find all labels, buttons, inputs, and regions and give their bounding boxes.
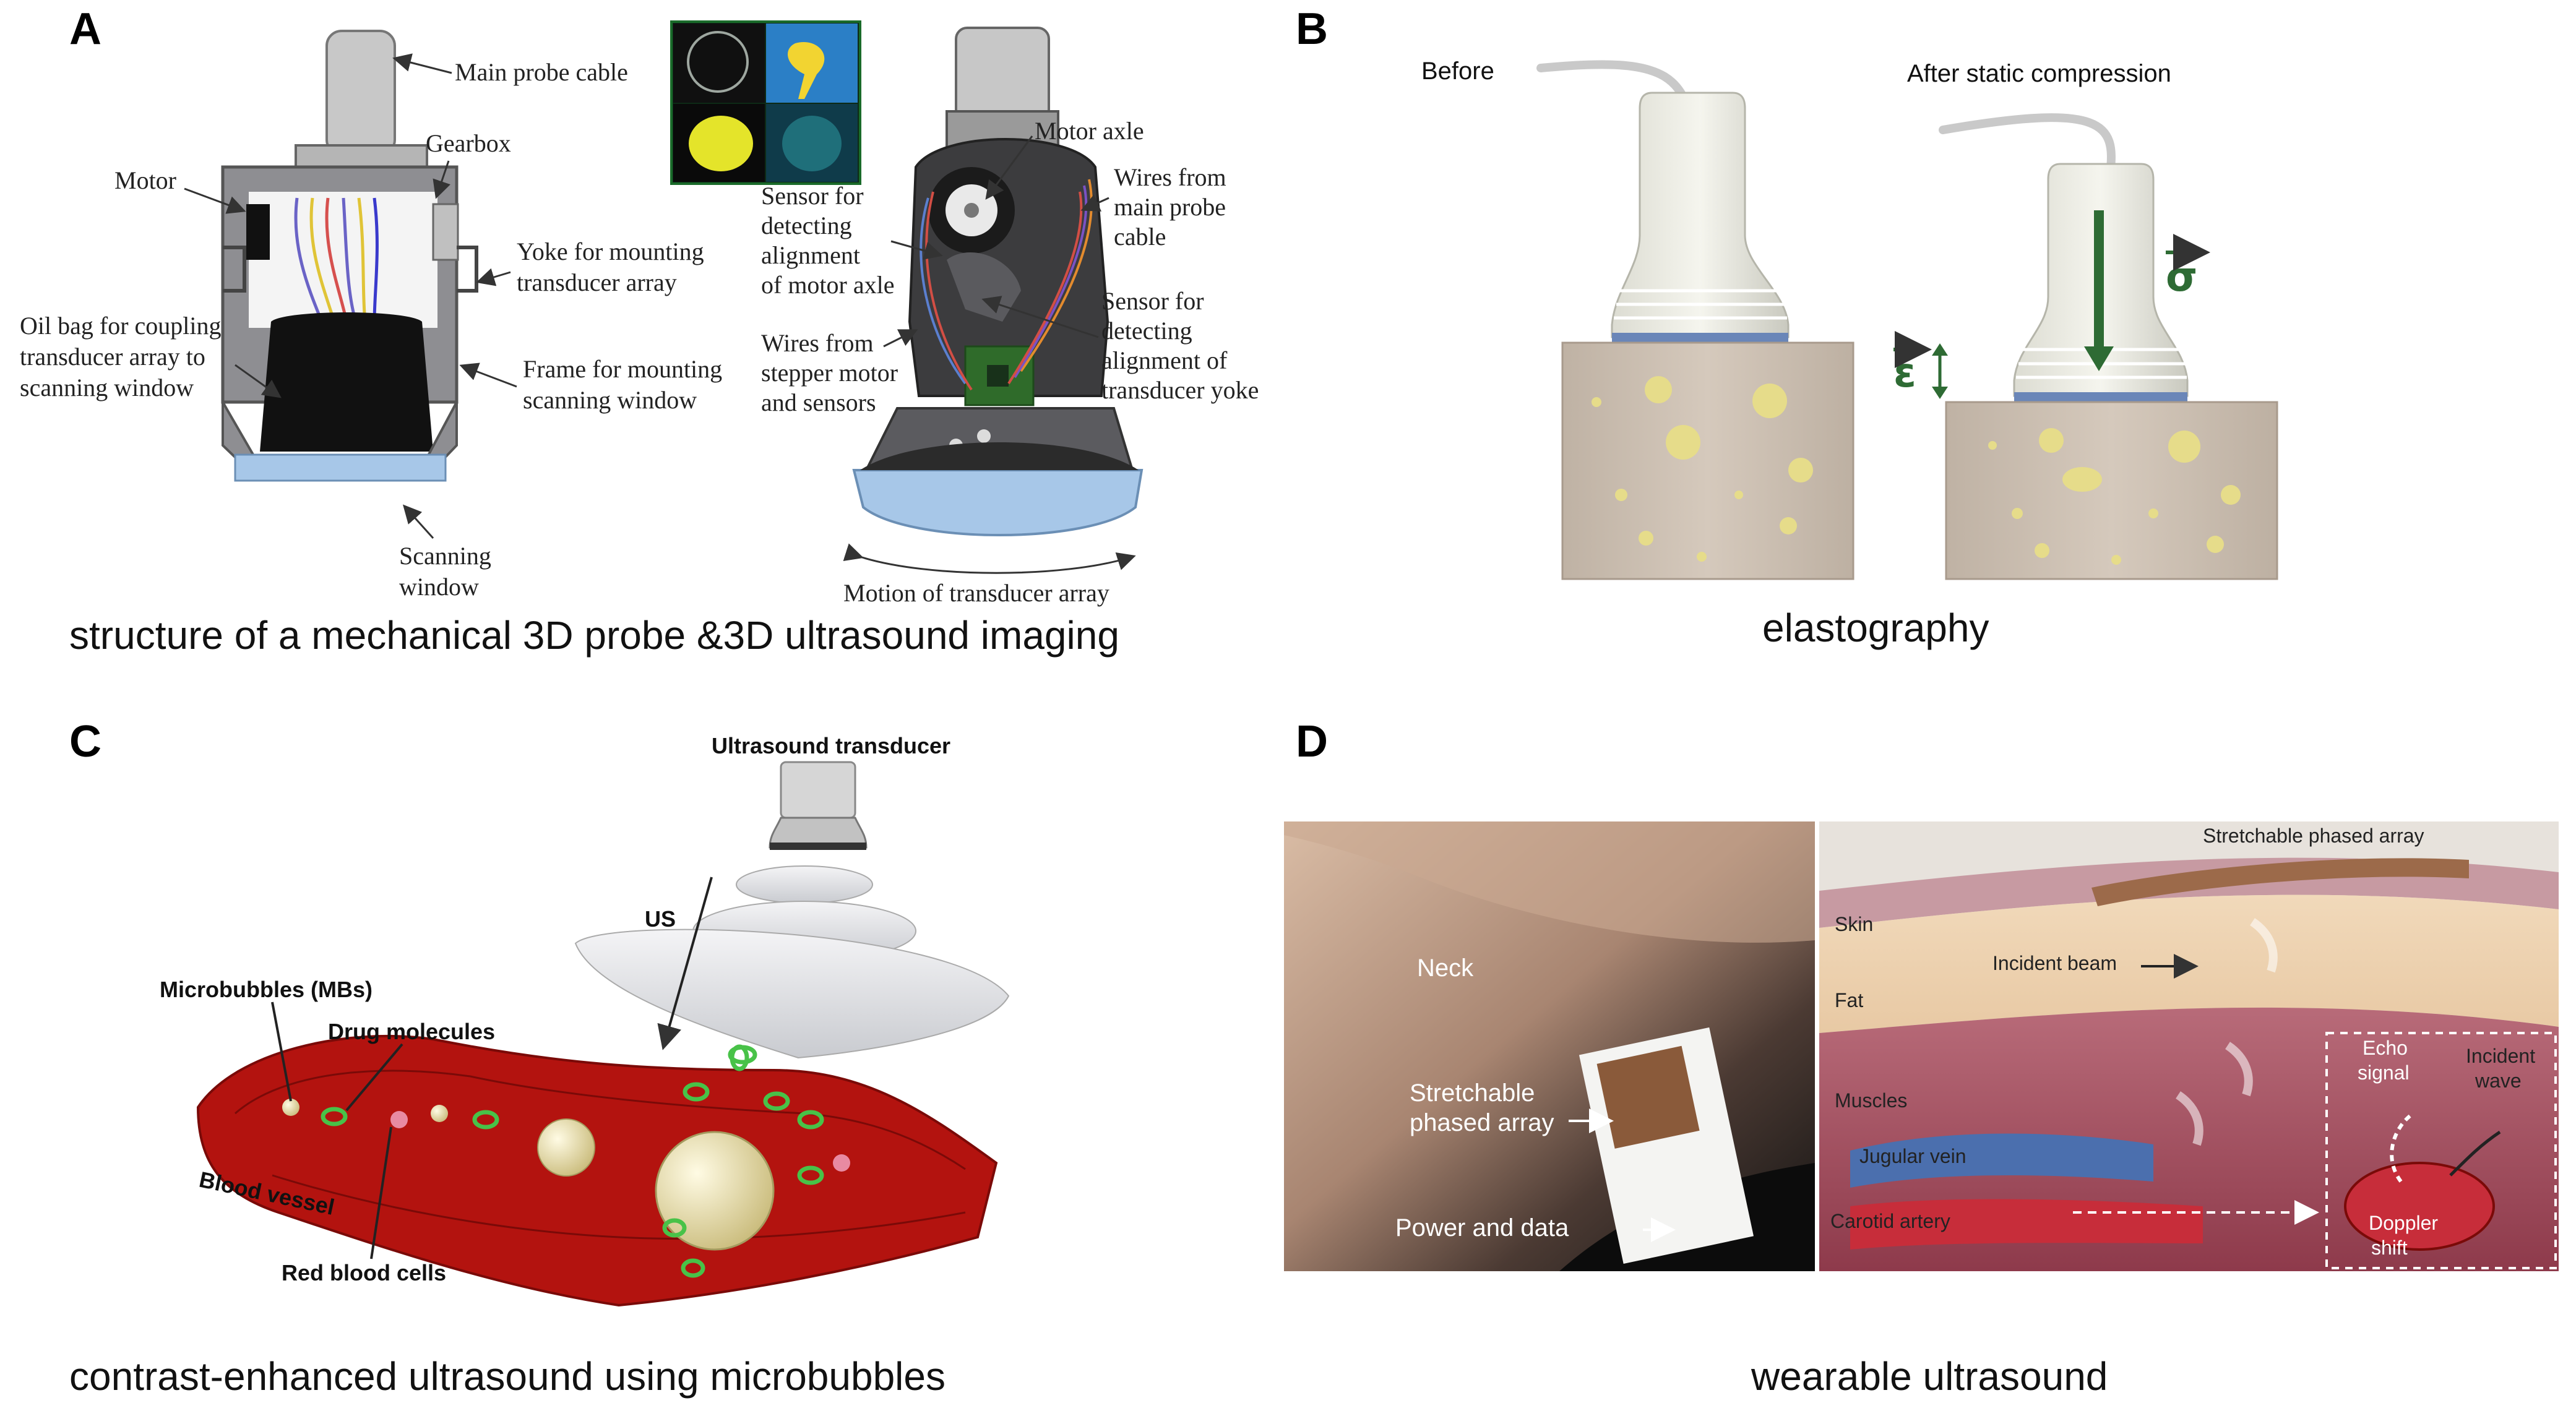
label-scanning-2: window [399, 573, 479, 601]
caption-c: contrast-enhanced ultrasound using micro… [69, 1354, 946, 1399]
panel-letter-d: D [1296, 717, 1328, 766]
caption-a: structure of a mechanical 3D probe &3D u… [69, 613, 1119, 658]
label-oil-3: scanning window [20, 374, 194, 401]
label-sensor-axle-1: Sensor for [761, 182, 864, 210]
label-doppler-2: shift [2371, 1237, 2408, 1259]
label-carotid-artery: Carotid artery [1830, 1210, 1950, 1232]
label-oil-2: transducer array to [20, 343, 205, 371]
label-power-and-data: Power and data [1395, 1214, 1569, 1242]
label-microbubbles: Microbubbles (MBs) [160, 977, 373, 1002]
neck-photo [1284, 821, 1815, 1271]
probe-3d-cutaway [852, 27, 1144, 536]
label-scanning-1: Scanning [399, 542, 491, 570]
label-frame-1: Frame for mounting [523, 355, 722, 383]
caption-d: wearable ultrasound [1751, 1354, 2108, 1399]
label-motor-axle: Motor axle [1035, 117, 1144, 145]
3d-imaging-inset [670, 20, 861, 185]
label-doppler-1: Doppler [2369, 1212, 2438, 1234]
label-wires-stepper-2: stepper motor [761, 359, 898, 387]
label-oil-1: Oil bag for coupling [20, 312, 222, 340]
label-before: Before [1421, 58, 1494, 85]
label-main-probe-cable: Main probe cable [455, 58, 628, 86]
transducer-c [769, 761, 868, 850]
label-wires-stepper-3: and sensors [761, 388, 876, 416]
doppler-inset-box [2325, 1032, 2557, 1269]
panel-letter-a: A [69, 4, 101, 54]
label-yoke-1: Yoke for mounting [517, 238, 704, 265]
label-skin: Skin [1835, 913, 1873, 935]
label-sensor-yoke-4: transducer yoke [1101, 376, 1259, 404]
label-sensor-yoke-2: detecting [1101, 317, 1192, 345]
label-epsilon: ε [1893, 349, 1916, 397]
label-gearbox: Gearbox [426, 129, 511, 157]
before-tissue [1561, 341, 1854, 580]
label-us: US [645, 906, 676, 932]
label-stretchable-2: phased array [1410, 1109, 1554, 1136]
panel-a-illustration: Main probe cable Gearbox Motor Yoke for … [20, 20, 1259, 607]
label-motor: Motor [114, 166, 176, 194]
caption-b: elastography [1762, 606, 1989, 650]
label-jugular-vein: Jugular vein [1859, 1145, 1966, 1167]
label-sensor-axle-4: of motor axle [761, 271, 895, 299]
label-stretchable-1: Stretchable [1410, 1079, 1535, 1107]
label-sensor-yoke-1: Sensor for [1101, 287, 1204, 315]
after-probe [1939, 113, 2189, 402]
label-sensor-axle-3: alignment [761, 241, 860, 269]
label-fat: Fat [1835, 989, 1863, 1011]
probe-cross-section [221, 30, 478, 482]
label-incident-wave-1: Incident [2466, 1045, 2535, 1067]
label-echo-2: signal [2358, 1061, 2410, 1084]
label-incident-beam: Incident beam [1992, 952, 2117, 974]
label-echo-1: Echo [2363, 1037, 2408, 1059]
panel-c-illustration: Ultrasound transducer US [160, 733, 1010, 1307]
label-frame-2: scanning window [523, 386, 697, 414]
neck-anatomy [1819, 821, 2559, 1271]
after-tissue [1945, 401, 2278, 580]
label-muscles: Muscles [1835, 1089, 1907, 1112]
carotid-artery [1850, 1199, 2203, 1250]
label-yoke-2: transducer array [517, 268, 677, 296]
phased-array-patch [1596, 1045, 1700, 1149]
label-sensor-axle-2: detecting [761, 212, 852, 239]
label-neck: Neck [1417, 954, 1474, 982]
panel-letter-b: B [1296, 4, 1328, 54]
label-sensor-yoke-3: alignment of [1101, 346, 1228, 374]
beam-arcs [2175, 918, 2278, 1146]
cable-wires [294, 197, 379, 322]
label-drug-molecules: Drug molecules [328, 1019, 495, 1044]
label-stretchable-phased-array: Stretchable phased array [2203, 825, 2424, 847]
label-wires-main-3: cable [1114, 223, 1166, 251]
blood-vessel [196, 1035, 998, 1307]
label-red-blood-cells: Red blood cells [282, 1260, 446, 1285]
jugular-vein [1850, 1133, 2153, 1188]
label-wires-stepper-1: Wires from [761, 329, 874, 357]
label-incident-wave-2: wave [2475, 1070, 2522, 1092]
label-ultrasound-transducer: Ultrasound transducer [712, 733, 950, 758]
panel-d-illustration: Neck Stretchable phased array Power and … [1284, 821, 2559, 1271]
panel-b-illustration: Before After static compression [1421, 58, 2278, 580]
panel-letter-c: C [69, 717, 101, 766]
before-probe [1536, 60, 1790, 343]
label-motion: Motion of transducer array [843, 579, 1109, 607]
ultrasound-wave-discs [574, 865, 1010, 1059]
label-wires-main-2: main probe [1114, 193, 1226, 221]
label-after-compression: After static compression [1907, 60, 2171, 87]
label-sigma: σ [2166, 253, 2197, 301]
phased-array-on-skin [2091, 858, 2469, 906]
label-wires-main-1: Wires from [1114, 163, 1226, 191]
